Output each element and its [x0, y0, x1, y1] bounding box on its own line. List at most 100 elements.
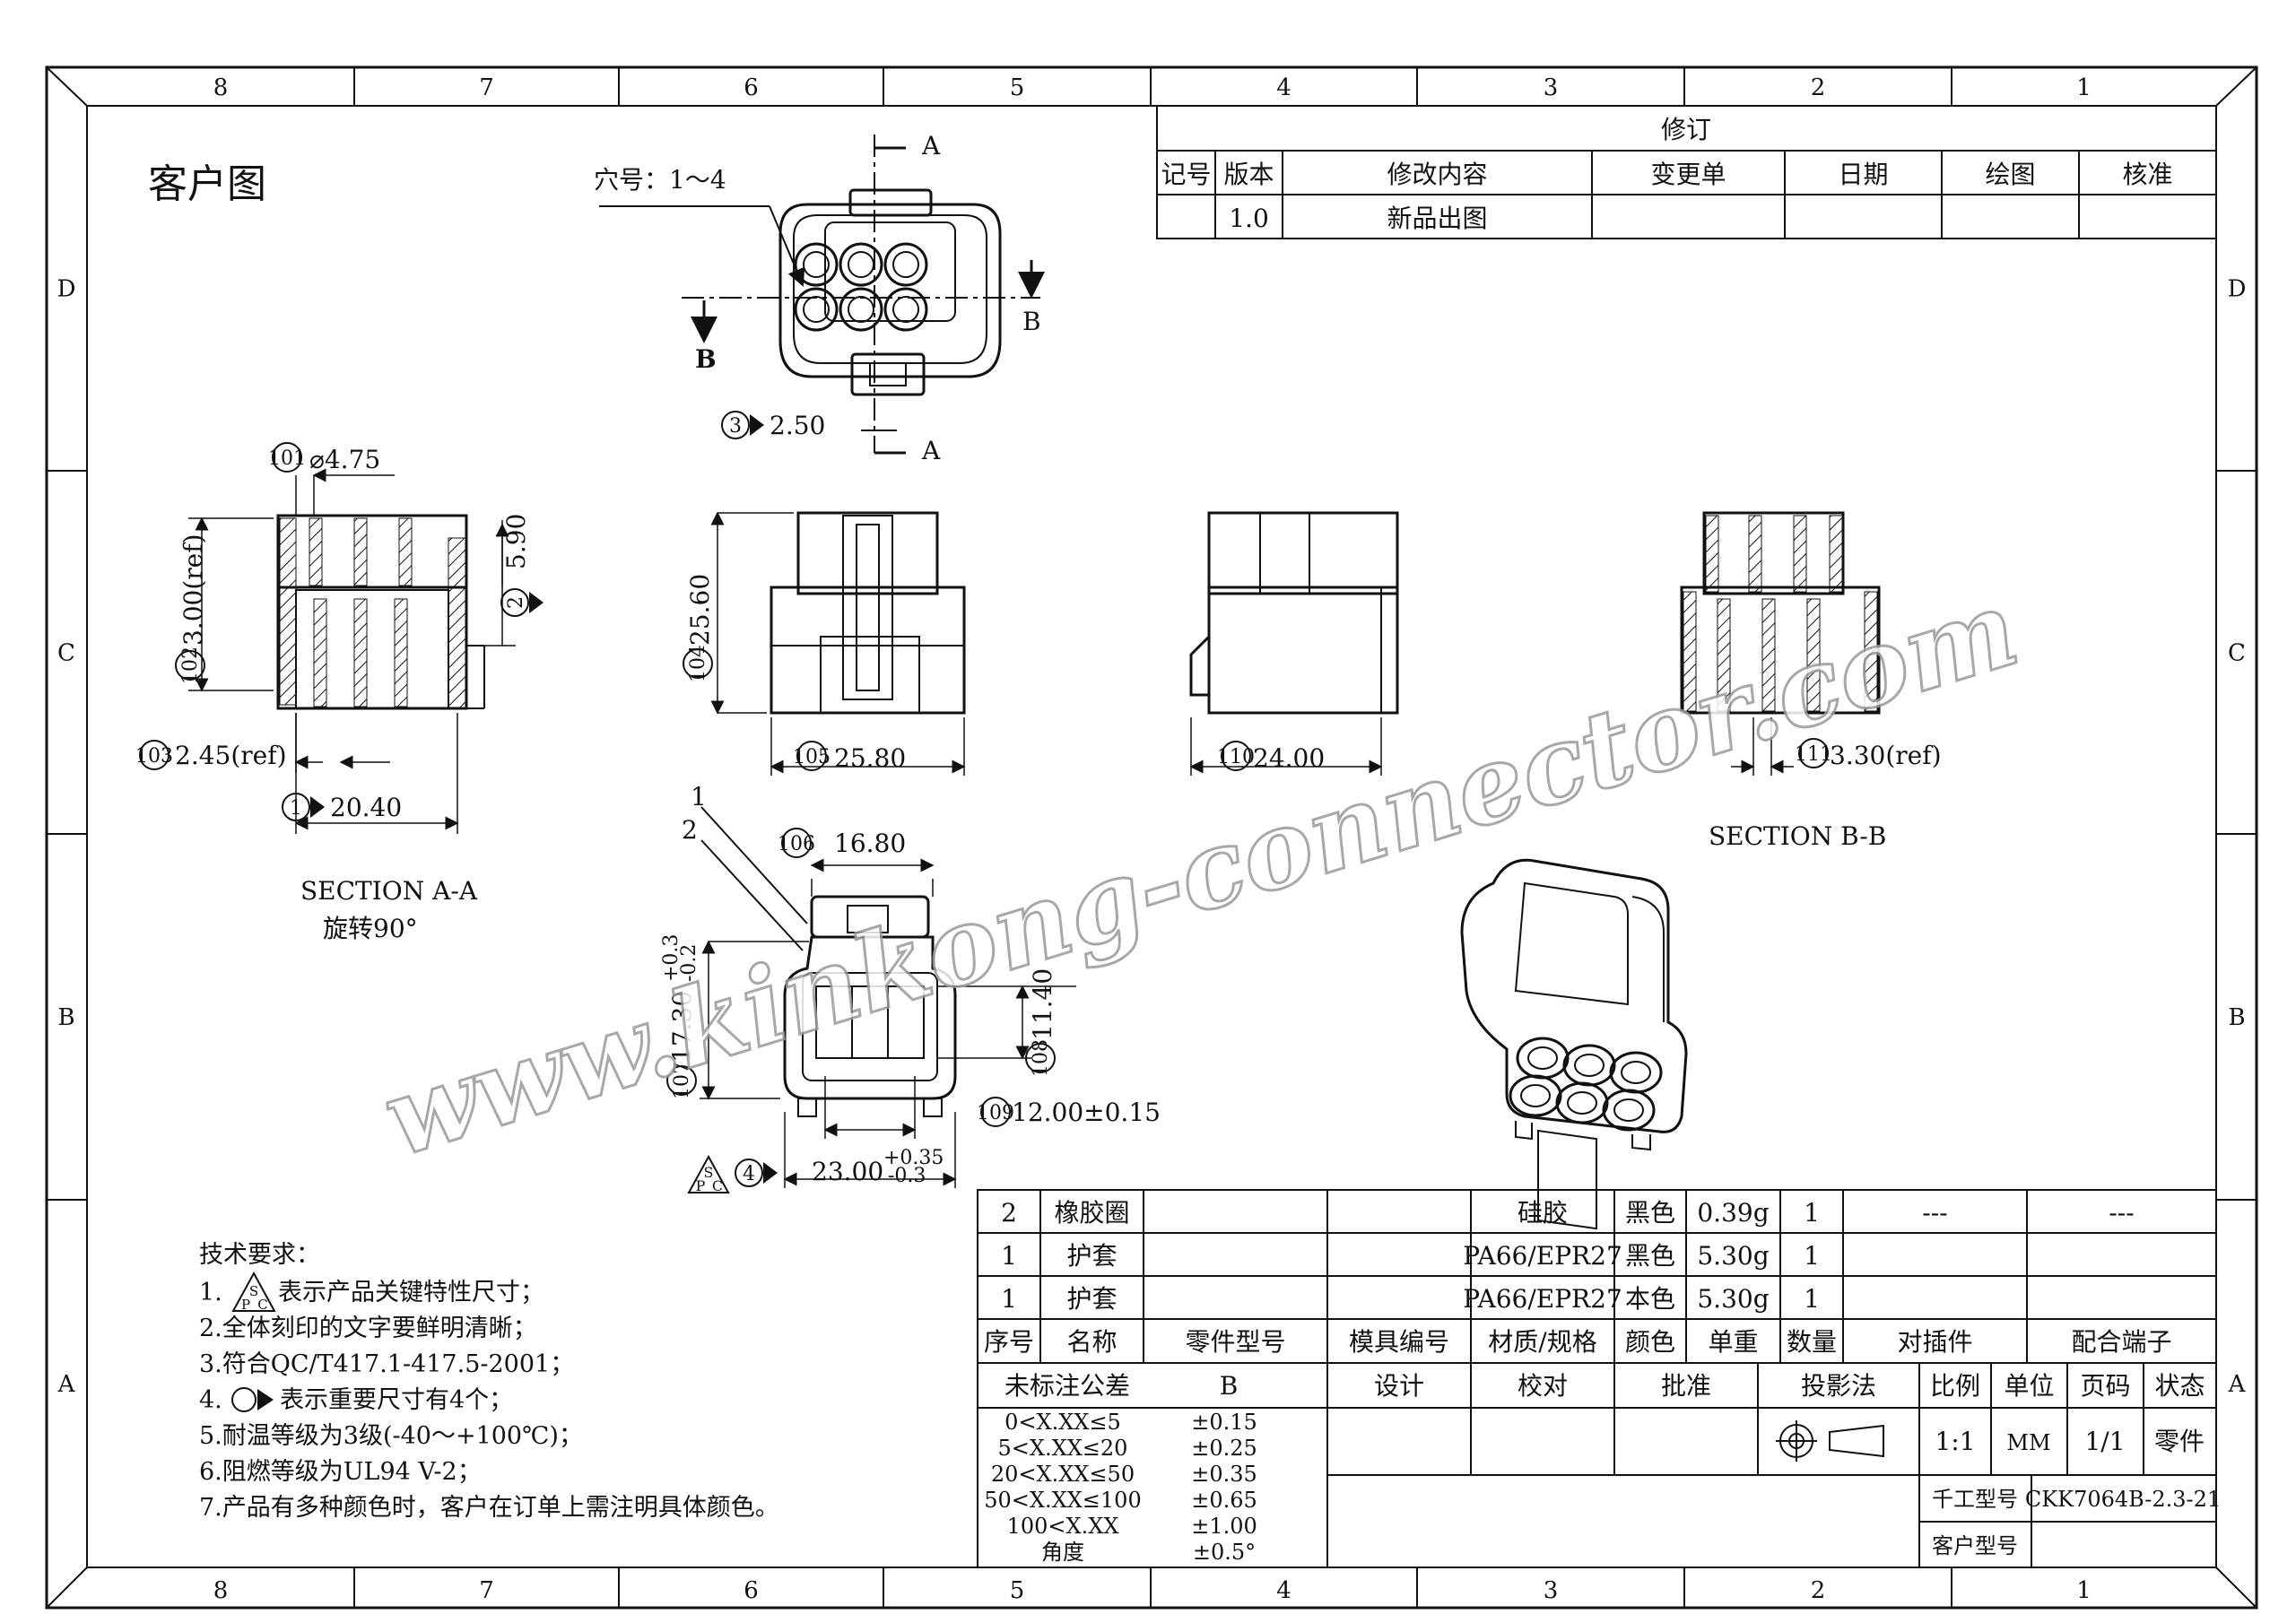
- bom-header: 单重: [1708, 1327, 1758, 1357]
- title-block-header: 设计: [1374, 1371, 1424, 1401]
- bom-cell: 5.30g: [1697, 1241, 1769, 1271]
- revision-headers: 记号版本修改内容变更单日期绘图核准: [1161, 160, 2172, 189]
- revision-cell: 1.0: [1229, 204, 1269, 233]
- balloon-111: 111: [1795, 738, 1832, 768]
- bom-cell: 1: [1804, 1284, 1820, 1314]
- row-label: D: [2228, 276, 2247, 303]
- bom-cell: 护套: [1066, 1284, 1117, 1314]
- bom-cell: 黑色: [1625, 1198, 1675, 1228]
- revision-header: 绘图: [1985, 160, 2035, 189]
- bom-cell: ---: [2109, 1198, 2134, 1228]
- dim-16-80: 16.80: [834, 829, 906, 858]
- svg-text:C: C: [712, 1177, 723, 1194]
- bom-header: 配合端子: [2071, 1327, 2171, 1357]
- balloon-106: 106: [778, 828, 815, 858]
- dim-17-30: 17.30: [667, 991, 697, 1063]
- dim-3-00-ref: 3.00(ref): [178, 534, 208, 646]
- column-label: 3: [1544, 1577, 1559, 1604]
- column-label: 4: [1276, 74, 1292, 101]
- section-a-mark-top: A: [921, 131, 941, 161]
- balloon-2: 2: [500, 588, 544, 617]
- section-bb-label: SECTION B-B: [1709, 821, 1886, 851]
- bom-table: [977, 1189, 2217, 1364]
- part-number-value: CKK7064B-2.3-21: [2025, 1487, 2221, 1512]
- section-a-mark-bottom: A: [921, 436, 941, 465]
- column-label: 6: [744, 74, 759, 101]
- tolerance-range: 50<X.XX≤100: [984, 1488, 1141, 1513]
- tolerance-label: 未标注公差: [1004, 1371, 1130, 1401]
- tolerance-range: 角度: [1041, 1540, 1084, 1565]
- dim-20-40: 20.40: [330, 793, 402, 822]
- title-block-header: 页码: [2080, 1371, 2130, 1401]
- state-value: 零件: [2154, 1427, 2205, 1456]
- revision-header: 记号: [1161, 160, 1211, 189]
- tolerance-rows: 0<X.XX≤5±0.155<X.XX≤20±0.2520<X.XX≤50±0.…: [984, 1410, 1257, 1565]
- column-label: 1: [2076, 1577, 2092, 1604]
- column-label: 2: [1811, 1577, 1826, 1604]
- column-label: 3: [1544, 74, 1559, 101]
- dim-23-00-tol-up: +0.35: [883, 1147, 944, 1169]
- column-label: 1: [2076, 74, 2092, 101]
- bom-header: 颜色: [1625, 1327, 1675, 1357]
- side-view-front: [710, 511, 966, 776]
- svg-text:2: 2: [505, 596, 527, 609]
- bom-cell: 护套: [1066, 1241, 1117, 1271]
- svg-text:108: 108: [1030, 1039, 1052, 1077]
- bom-cell: 1: [1001, 1241, 1017, 1271]
- row-label: B: [57, 1004, 74, 1031]
- bom-cell: 2: [1001, 1198, 1017, 1228]
- balloon-4: 4: [735, 1159, 778, 1187]
- svg-text:5.耐温等级为3级(-40～+100℃)；: 5.耐温等级为3级(-40～+100℃)；: [199, 1422, 583, 1450]
- bom-cell: 1: [1001, 1284, 1017, 1314]
- bom-cell: PA66/EPR27: [1463, 1284, 1622, 1314]
- balloon-103: 103: [135, 740, 173, 770]
- section-bb-view: [1680, 511, 1881, 776]
- tolerance-value: ±0.35: [1191, 1462, 1257, 1487]
- svg-text:2.全体刻印的文字要鲜明清晰；: 2.全体刻印的文字要鲜明清晰；: [199, 1315, 537, 1342]
- svg-text:1: 1: [290, 797, 302, 820]
- title-block-header: 比例: [1930, 1371, 1980, 1401]
- title-block-header: 投影法: [1801, 1371, 1876, 1401]
- balloon-109: 109: [977, 1097, 1014, 1127]
- svg-text:C: C: [257, 1297, 267, 1313]
- watermark: www.kinkong-connector.com: [370, 565, 2031, 1181]
- side-view-right: [1189, 511, 1399, 776]
- balloon-104: 104: [683, 645, 713, 682]
- bom-header: 模具编号: [1349, 1327, 1449, 1357]
- isometric-view: [1460, 858, 1688, 1230]
- dim-12-00: 12.00±0.15: [1012, 1098, 1161, 1127]
- column-label: 5: [1010, 74, 1025, 101]
- scale-value: 1:1: [1935, 1427, 1975, 1456]
- bom-headers: 序号名称零件型号模具编号材质/规格颜色单重数量对插件配合端子: [984, 1327, 2172, 1357]
- bom-cell: 橡胶圈: [1054, 1198, 1129, 1228]
- svg-text:102: 102: [179, 647, 202, 684]
- row-label: C: [57, 640, 75, 667]
- bom-header: 零件型号: [1185, 1327, 1285, 1357]
- tolerance-range: 100<X.XX: [1007, 1514, 1119, 1539]
- title-block-header: 状态: [2154, 1371, 2205, 1401]
- bom-header: 对插件: [1897, 1327, 1972, 1357]
- column-label: 5: [1010, 1577, 1025, 1604]
- svg-text:107: 107: [671, 1062, 693, 1099]
- svg-text:6.阻燃等级为UL94 V-2；: 6.阻燃等级为UL94 V-2；: [199, 1458, 482, 1486]
- dim-17-30-tol-dn: -0.2: [678, 944, 700, 982]
- bom-cell: 5.30g: [1697, 1284, 1769, 1314]
- bom-cell: 1: [1804, 1241, 1820, 1271]
- dim-3-30-ref: 3.30(ref): [1830, 741, 1942, 770]
- column-label: 7: [479, 74, 494, 101]
- svg-text:1.: 1.: [199, 1279, 222, 1306]
- revision-header: 日期: [1838, 160, 1888, 189]
- section-b-mark-right: B: [1022, 307, 1041, 336]
- important-dim-icon: [231, 1387, 274, 1412]
- title-block-header: 校对: [1518, 1371, 1568, 1401]
- tolerance-range: 20<X.XX≤50: [991, 1462, 1135, 1487]
- revision-header: 变更单: [1650, 160, 1726, 189]
- dim-25-60: 25.60: [685, 574, 715, 646]
